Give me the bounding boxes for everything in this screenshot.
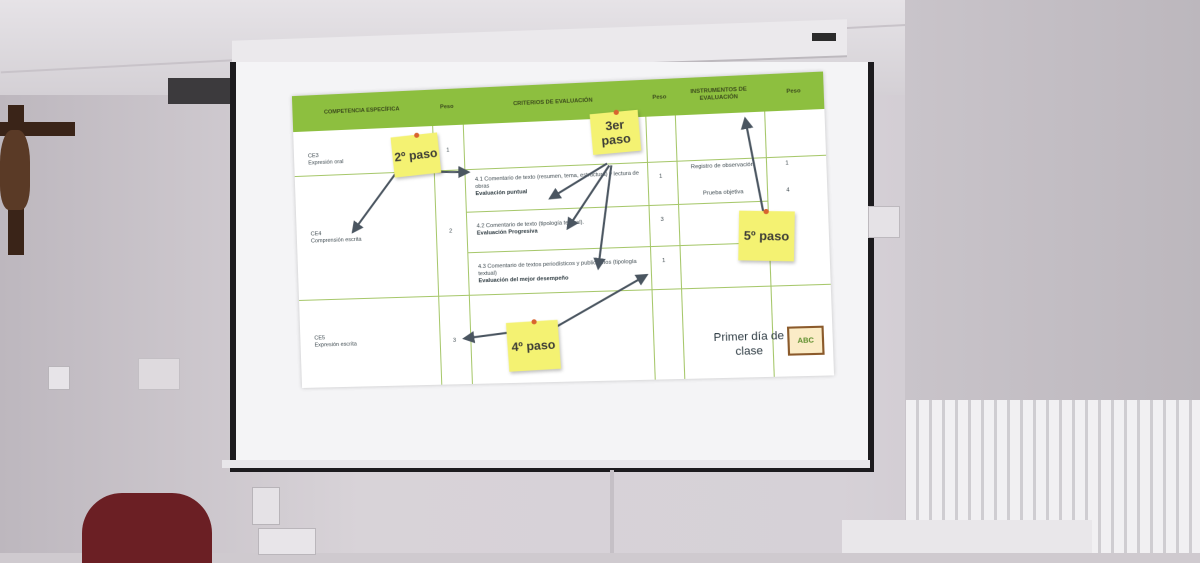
sticky-note-step-3: 3er paso xyxy=(590,110,642,155)
wall-panel xyxy=(138,358,180,390)
crucifix-figure xyxy=(0,130,30,210)
projected-slide: COMPETENCIA ESPECÍFICA Peso CRITERIOS DE… xyxy=(292,72,834,388)
arrow-5-to-instrumentos xyxy=(745,118,763,214)
wall-seam xyxy=(610,470,614,553)
sticky-note-step-4: 4º paso xyxy=(506,320,561,372)
light-switch xyxy=(48,366,70,390)
wall-outlet xyxy=(252,487,280,525)
projector-box xyxy=(168,78,236,104)
arrow-4-to-peso xyxy=(551,275,649,329)
thermostat xyxy=(868,206,900,238)
pushpin-icon xyxy=(531,319,536,324)
screen-bottom-bar xyxy=(222,460,870,468)
desk-edge xyxy=(842,520,1092,553)
arrow-3-to-4-3 xyxy=(595,165,615,268)
sticky-note-step-5: 5º paso xyxy=(738,211,795,262)
screen-brand-badge xyxy=(812,33,836,41)
arrow-2-to-ce4 xyxy=(351,174,397,232)
sticky-note-step-2: 2º paso xyxy=(391,132,442,177)
power-sockets xyxy=(258,528,316,555)
